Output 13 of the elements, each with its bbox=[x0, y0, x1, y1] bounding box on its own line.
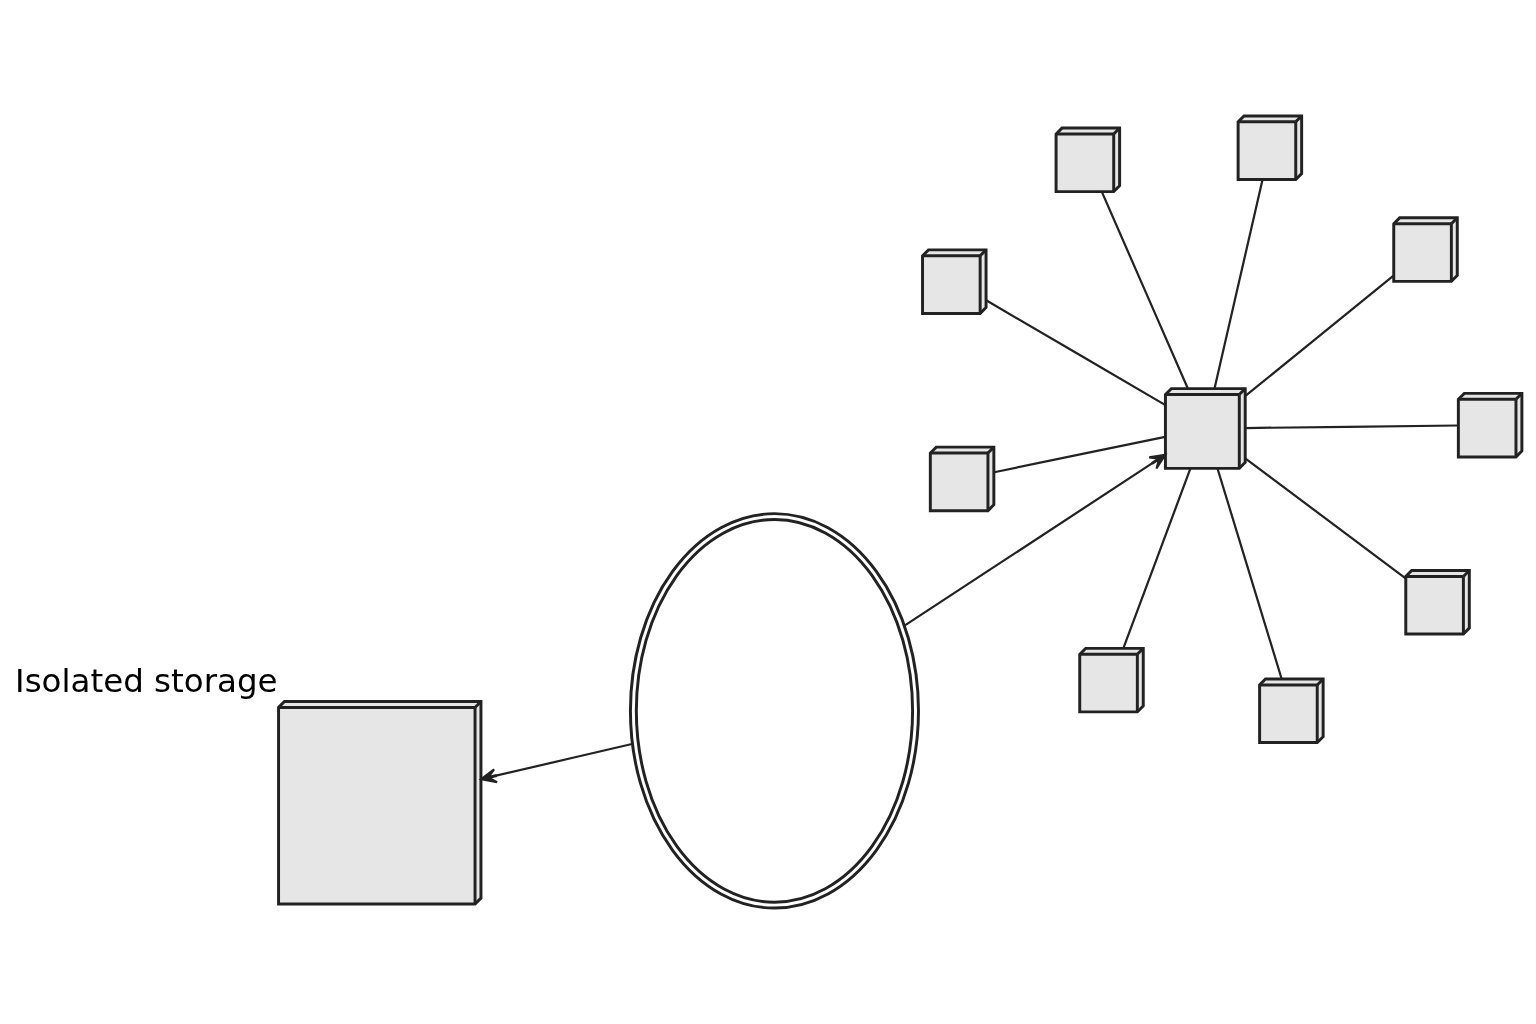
connector bbox=[1245, 274, 1394, 397]
node-label: Isolated storage bbox=[15, 662, 278, 701]
connector bbox=[1122, 468, 1192, 649]
arrow bbox=[480, 742, 633, 784]
connector bbox=[985, 299, 1166, 406]
connector bbox=[1216, 468, 1283, 680]
connector bbox=[993, 435, 1166, 474]
connector bbox=[1245, 424, 1459, 430]
node-circle bbox=[628, 512, 920, 910]
connector bbox=[1100, 191, 1189, 389]
arrow bbox=[904, 453, 1167, 627]
connector bbox=[1213, 179, 1264, 389]
connector bbox=[1244, 457, 1407, 580]
